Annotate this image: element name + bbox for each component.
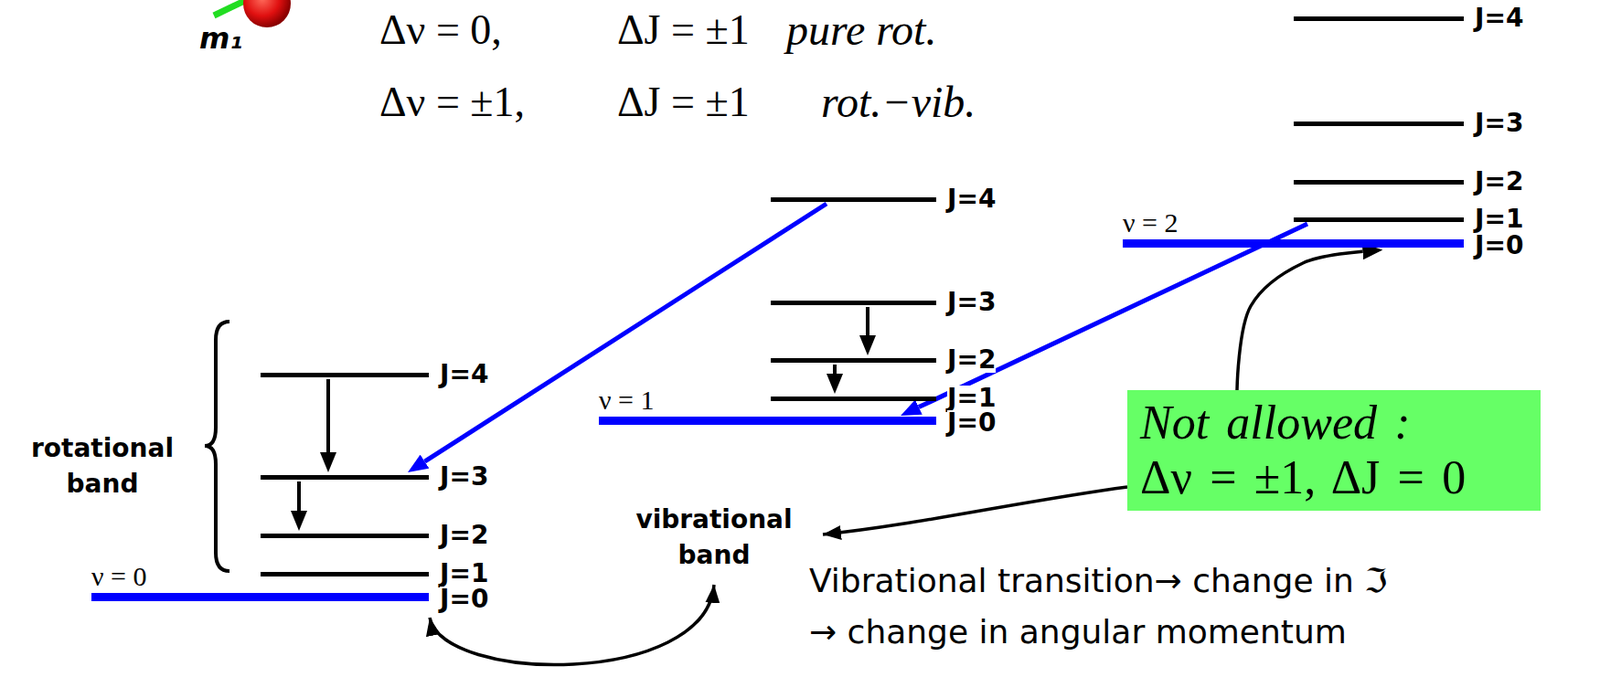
selection-rule: ΔJ = ±1 [617,6,750,55]
band-label: rotational band [31,430,174,502]
level-label: J=3 [947,289,996,316]
level-label: J=2 [947,347,996,374]
note-rule: Δν = ±1, ΔJ = 0 [1140,450,1528,506]
callout-arrow [822,487,1128,535]
rule-note: pure rot. [786,4,937,55]
energy-level-line [770,197,937,203]
transition-arrow [832,364,837,374]
energy-level-line [598,416,937,426]
energy-level: J=4 [260,370,489,380]
energy-level-line [770,300,937,306]
energy-level: J=1 [1293,214,1524,224]
energy-level-line [260,475,429,480]
energy-level: J=2 [260,531,489,541]
level-label: J=4 [439,362,489,388]
selection-rule: Δν = 0, [379,6,502,55]
energy-level-line [1293,16,1464,22]
mass-label: m₁ [199,21,243,56]
vibrational-level-label: ν = 1 [598,386,654,415]
energy-level: ν = 0J=0 [91,592,489,602]
selection-rule: Δν = ±1, [379,78,525,128]
level-label: J=2 [439,522,489,549]
energy-level: J=4 [1293,13,1524,23]
transition-arrow [297,481,301,512]
energy-level: J=2 [1293,177,1524,187]
energy-level-line [1293,180,1464,185]
energy-level: ν = 1J=0 [598,416,996,426]
double-arrow [429,585,715,666]
note-text: Vibrational transition→ change in ℑ [809,561,1387,601]
transition-arrow [865,307,870,336]
energy-level: J=1 [260,569,489,579]
level-label: J=0 [947,410,996,437]
level-label: J=1 [1474,206,1524,233]
transition-arrow [326,379,331,453]
energy-level-line [260,533,429,539]
energy-level-line [770,358,937,363]
vibrational-level-label: ν = 0 [91,563,147,591]
level-label: J=3 [439,464,489,491]
level-label: J=0 [439,586,489,613]
energy-level-line [260,373,429,378]
energy-level: J=1 [770,394,996,404]
energy-level-line [91,593,429,602]
note-box: Not allowed :Δν = ±1, ΔJ = 0 [1127,390,1541,512]
level-label: J=1 [439,561,489,587]
transition-arrow [918,224,1308,408]
level-label: J=3 [1474,110,1524,137]
rule-note: rot.−vib. [821,76,976,128]
note-text: → change in angular momentum [809,612,1347,652]
energy-level-line [770,396,937,402]
atom-ball [243,0,291,28]
energy-level-line [1122,239,1464,248]
level-label: J=4 [1474,5,1524,32]
band-bracket [204,321,230,572]
energy-level: J=3 [1293,118,1524,128]
vibrational-level-label: ν = 2 [1122,209,1178,237]
level-label: J=2 [1474,169,1524,195]
level-label: J=1 [947,385,996,412]
energy-level-line [1293,217,1464,223]
energy-level: J=3 [260,472,489,482]
energy-level-line [1293,121,1464,127]
band-label: vibrational band [635,501,792,574]
level-label: J=0 [1474,233,1524,259]
selection-rule: ΔJ = ±1 [617,78,750,128]
level-label: J=4 [947,186,996,213]
energy-level: J=3 [770,298,996,308]
energy-level: J=4 [770,194,996,204]
note-heading: Not allowed : [1140,395,1528,451]
energy-level-line [260,572,429,577]
energy-level: J=2 [770,355,996,365]
transition-arrow [1237,251,1363,391]
energy-level: ν = 2J=0 [1122,238,1524,248]
